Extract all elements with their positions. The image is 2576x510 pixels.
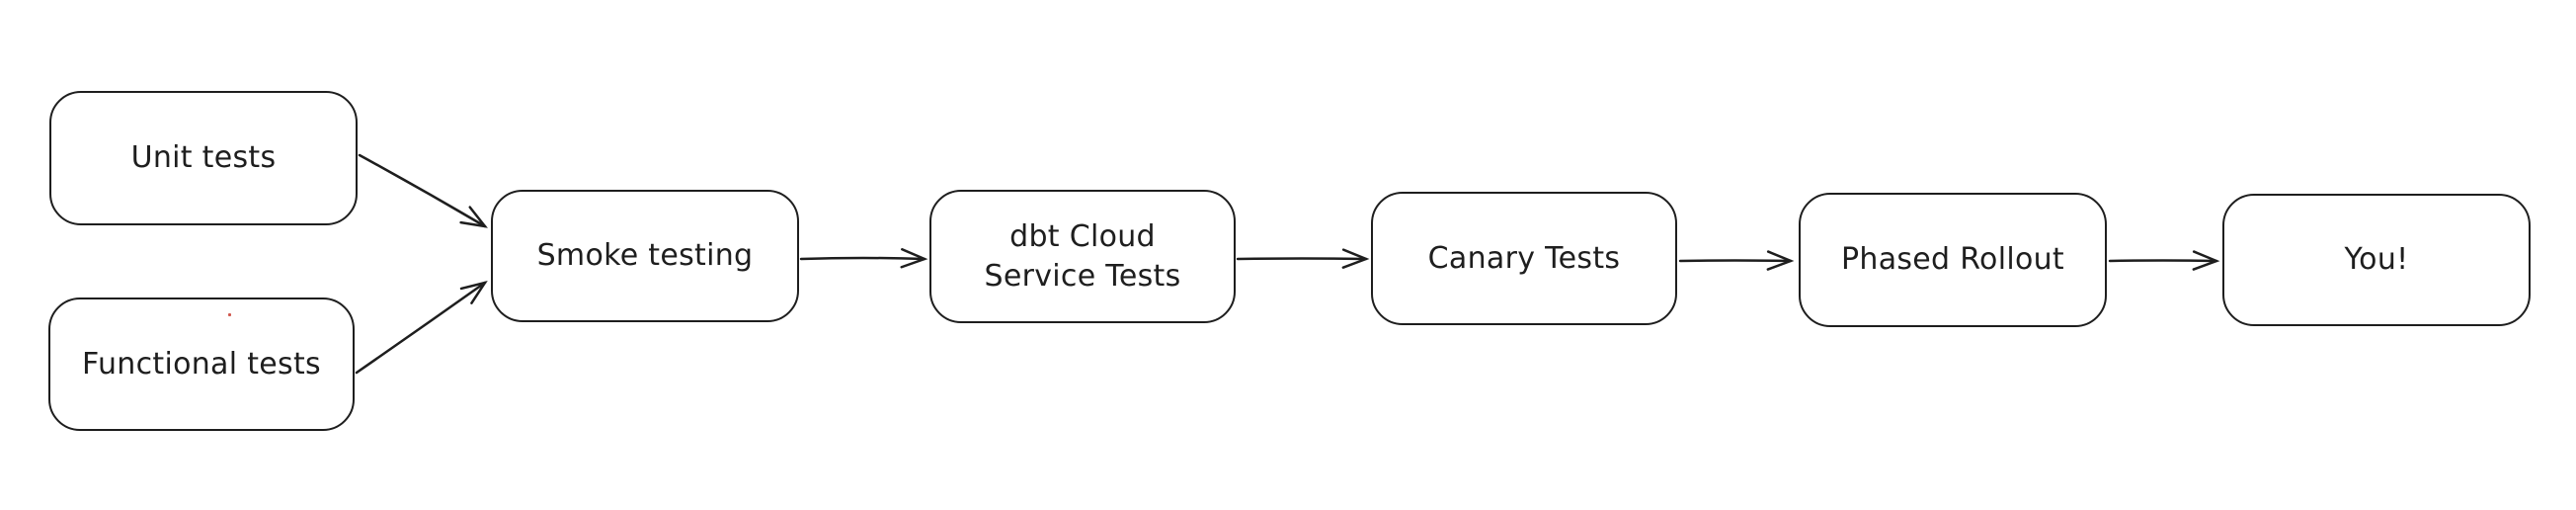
arrow-dbt-cloud-to-canary-tests	[1236, 248, 1370, 269]
node-functional-tests-label: Functional tests	[82, 346, 321, 382]
node-canary-tests-label: Canary Tests	[1427, 240, 1621, 276]
node-dbt-cloud-service-tests: dbt Cloud Service Tests	[929, 190, 1236, 323]
node-unit-tests: Unit tests	[49, 91, 358, 225]
node-functional-tests: Functional tests	[48, 298, 355, 431]
arrow-canary-tests-to-phased-rollout	[1678, 250, 1795, 271]
arrow-phased-rollout-to-you	[2108, 250, 2220, 271]
node-dbt-cloud-service-tests-label-line1: dbt Cloud	[1009, 218, 1156, 254]
arrow-unit-tests-to-smoke-testing	[358, 153, 488, 228]
node-smoke-testing: Smoke testing	[491, 190, 799, 322]
arrow-functional-tests-to-smoke-testing	[355, 281, 488, 375]
node-you: You!	[2222, 194, 2531, 326]
node-smoke-testing-label: Smoke testing	[536, 238, 754, 273]
node-phased-rollout-label: Phased Rollout	[1840, 242, 2064, 277]
stray-red-dot-artifact	[228, 313, 231, 316]
node-you-label: You!	[2344, 242, 2409, 277]
node-canary-tests: Canary Tests	[1371, 192, 1677, 325]
node-unit-tests-label: Unit tests	[130, 140, 277, 175]
arrow-smoke-testing-to-dbt-cloud	[799, 248, 928, 269]
node-phased-rollout: Phased Rollout	[1799, 193, 2107, 327]
node-dbt-cloud-service-tests-label-line2: Service Tests	[984, 258, 1181, 294]
